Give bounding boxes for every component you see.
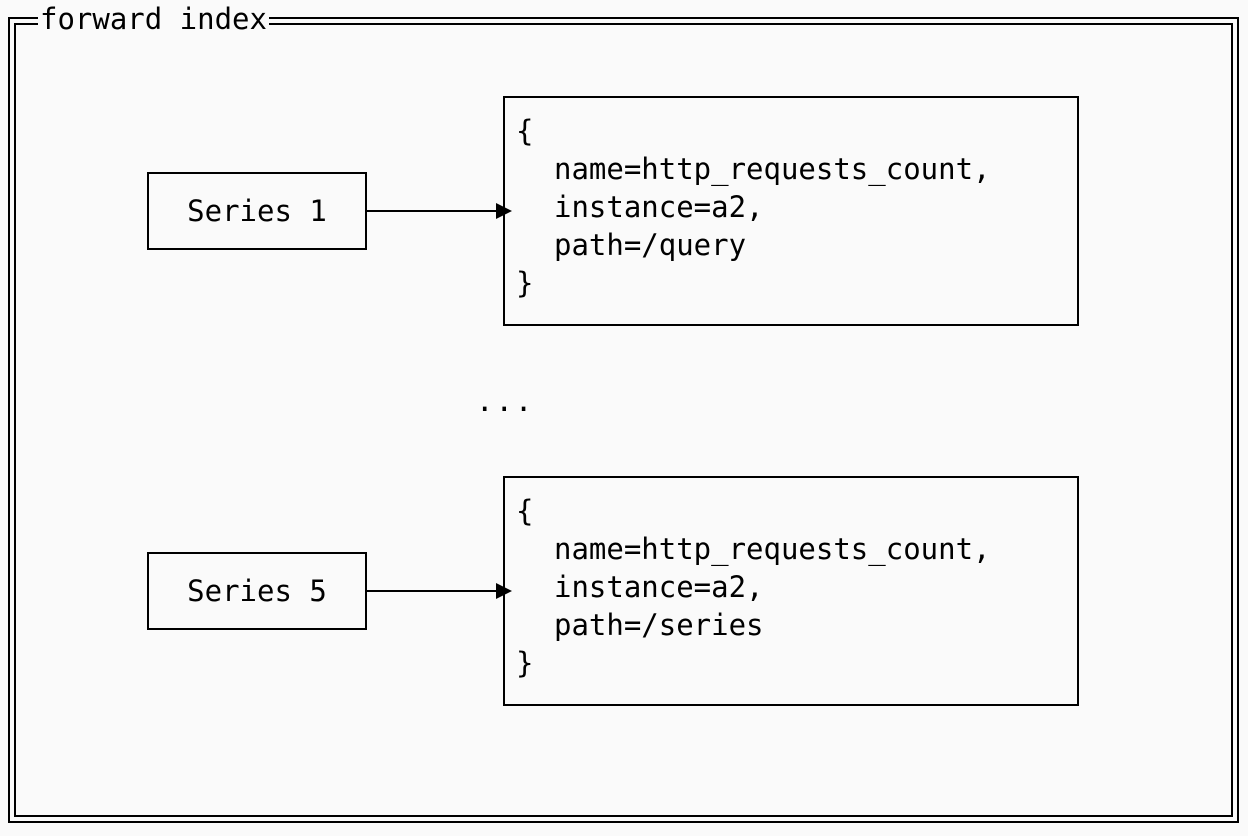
frame-title: forward index [38, 2, 269, 36]
series-5-label: Series 5 [187, 574, 327, 608]
series-1-box: Series 1 [147, 172, 367, 250]
label-name: name=http_requests_count, [554, 152, 991, 186]
series-1-labelset-box: { name=http_requests_count, instance=a2,… [503, 96, 1079, 326]
label-path: path=/query [554, 228, 747, 262]
forward-index-frame-inner [14, 23, 1233, 817]
series-5-labelset-box: { name=http_requests_count, instance=a2,… [503, 476, 1079, 706]
labelset-open-brace: { [516, 494, 534, 528]
ellipsis: ... [476, 384, 535, 418]
labelset-close-brace: } [516, 646, 534, 680]
labelset-close-brace: } [516, 266, 534, 300]
label-name: name=http_requests_count, [554, 532, 991, 566]
series-1-label: Series 1 [187, 194, 327, 228]
labelset-open-brace: { [516, 114, 534, 148]
forward-index-frame-outer [8, 17, 1239, 823]
label-instance: instance=a2, [554, 570, 764, 604]
series-5-box: Series 5 [147, 552, 367, 630]
label-path: path=/series [554, 608, 764, 642]
label-instance: instance=a2, [554, 190, 764, 224]
